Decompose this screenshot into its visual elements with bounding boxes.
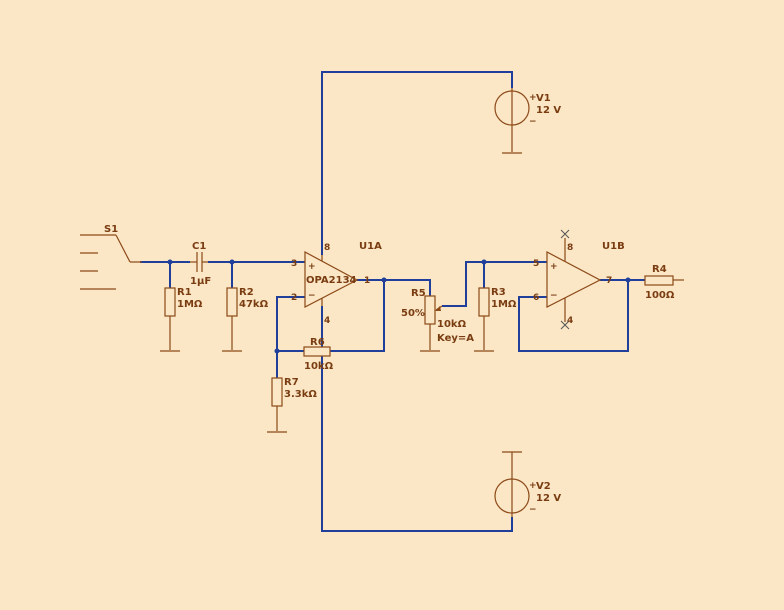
wire-v1-to-u1a bbox=[321, 71, 513, 255]
potentiometer-r5[interactable]: R5 50% 10kΩ Key=A bbox=[401, 288, 474, 352]
u1a-ref: U1A bbox=[359, 241, 382, 252]
wire-wiper-to-u1b bbox=[442, 261, 547, 307]
junction-dot bbox=[167, 259, 173, 265]
r7-value: 3.3kΩ bbox=[284, 389, 317, 400]
u1a-part: OPA2134 bbox=[306, 275, 357, 286]
u1b-ref: U1B bbox=[602, 241, 625, 252]
junction-dot bbox=[481, 259, 487, 265]
u1a-triangle bbox=[304, 250, 359, 308]
r7-ref: R7 bbox=[284, 377, 299, 388]
r5-body bbox=[424, 295, 436, 325]
r5-wiper-arrow-icon bbox=[435, 306, 441, 311]
r4-ref: R4 bbox=[652, 264, 667, 275]
s1-ref: S1 bbox=[104, 224, 118, 235]
r3-body bbox=[478, 287, 490, 317]
switch-s1[interactable]: S1 bbox=[80, 224, 142, 290]
r5-ref: R5 bbox=[411, 288, 426, 299]
v1-plus-sign: + bbox=[529, 93, 537, 103]
resistor-r6[interactable]: R6 10kΩ bbox=[303, 337, 334, 372]
v1-minus-sign: − bbox=[529, 117, 537, 127]
u1a-pin1: 1 bbox=[364, 276, 370, 286]
r6-body bbox=[303, 346, 331, 357]
u1b-minus-sign: − bbox=[550, 291, 558, 301]
r7-body bbox=[271, 377, 283, 407]
v1-ref: V1 bbox=[536, 93, 551, 104]
no-connect-icon bbox=[560, 229, 570, 239]
v2-minus-sign: − bbox=[529, 505, 537, 515]
wire-r6-right bbox=[330, 280, 385, 352]
c1-value: 1µF bbox=[190, 276, 211, 287]
u1a-pin8: 8 bbox=[324, 243, 330, 253]
resistor-r4[interactable]: R4 100Ω bbox=[644, 264, 684, 301]
resistor-r2[interactable]: R2 47kΩ bbox=[222, 287, 269, 352]
v1-value: 12 V bbox=[536, 105, 561, 116]
u1b-plus-sign: + bbox=[550, 262, 558, 272]
opamp-u1b[interactable]: + − U1B 5 6 7 8 4 bbox=[533, 229, 625, 330]
junction-dot bbox=[229, 259, 235, 265]
wire-v2-to-u1a bbox=[321, 306, 513, 532]
wire-inv-to-r7 bbox=[276, 296, 305, 378]
v2-plus-sign: + bbox=[529, 481, 537, 491]
resistor-r1[interactable]: R1 1MΩ bbox=[160, 287, 203, 352]
wires bbox=[140, 71, 645, 532]
u1b-pin4: 4 bbox=[567, 316, 573, 326]
r5-setting: 50% bbox=[401, 308, 425, 319]
u1b-pin5: 5 bbox=[533, 259, 539, 269]
u1b-pin8: 8 bbox=[567, 243, 573, 253]
v2-ref: V2 bbox=[536, 481, 551, 492]
u1a-pin3: 3 bbox=[291, 259, 297, 269]
u1a-pin4: 4 bbox=[324, 316, 330, 326]
no-connect-icon bbox=[560, 320, 570, 330]
resistor-r3[interactable]: R3 1MΩ bbox=[474, 287, 517, 352]
r3-ref: R3 bbox=[491, 287, 506, 298]
s1-lever bbox=[115, 234, 131, 263]
u1a-plus-sign: + bbox=[308, 262, 316, 272]
junction-dot bbox=[274, 348, 280, 354]
r2-body bbox=[226, 287, 238, 317]
r1-body bbox=[164, 287, 176, 317]
u1b-pin6: 6 bbox=[533, 293, 539, 303]
v2-value: 12 V bbox=[536, 493, 561, 504]
r2-ref: R2 bbox=[239, 287, 254, 298]
u1b-triangle bbox=[546, 251, 602, 308]
r5-key: Key=A bbox=[437, 333, 474, 344]
r3-value: 1MΩ bbox=[491, 299, 517, 310]
u1a-pin2: 2 bbox=[291, 293, 297, 303]
r5-value: 10kΩ bbox=[437, 319, 467, 330]
wire-u1b-feedback bbox=[518, 280, 629, 352]
u1b-pin7: 7 bbox=[606, 276, 612, 286]
r4-body bbox=[644, 275, 674, 286]
junctions bbox=[167, 259, 631, 354]
voltage-source-v1[interactable]: + − V1 12 V bbox=[494, 88, 561, 154]
r6-ref: R6 bbox=[310, 337, 325, 348]
voltage-source-v2[interactable]: + − V2 12 V bbox=[494, 451, 561, 517]
r1-value: 1MΩ bbox=[177, 299, 203, 310]
c1-ref: C1 bbox=[192, 241, 206, 252]
r1-ref: R1 bbox=[177, 287, 192, 298]
wire-out-to-r5 bbox=[357, 279, 431, 296]
resistor-r7[interactable]: R7 3.3kΩ bbox=[267, 377, 317, 433]
junction-dot bbox=[625, 277, 631, 283]
junction-dot bbox=[381, 277, 387, 283]
u1a-minus-sign: − bbox=[308, 291, 316, 301]
r2-value: 47kΩ bbox=[239, 299, 269, 310]
r4-value: 100Ω bbox=[645, 290, 675, 301]
capacitor-c1[interactable]: C1 1µF bbox=[190, 241, 211, 287]
r6-value: 10kΩ bbox=[304, 361, 334, 372]
opamp-u1a[interactable]: + − OPA2134 U1A 3 2 1 8 4 bbox=[291, 241, 382, 326]
